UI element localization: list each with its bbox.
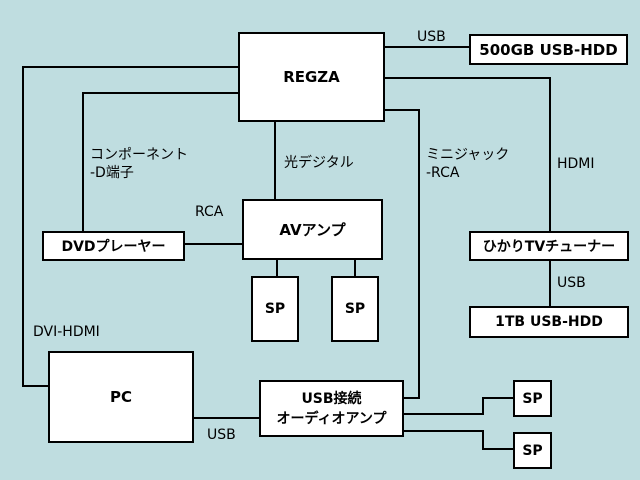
label-optical: 光デジタル [284,155,354,171]
hdd-500gb-box: 500GB USB-HDD [469,34,628,65]
label-component-1: コンポーネント [90,147,188,163]
speaker-box: SP [513,380,552,417]
wire-regza-dvd [82,92,238,232]
speaker-box: SP [331,276,379,342]
label-usb-hdd500: USB [417,29,446,45]
label-minijack-2: -RCA [426,165,460,181]
label-rca: RCA [195,204,224,220]
label-usb-hdd1tb: USB [557,275,586,291]
usb-audio-amp-line1: USB接続 [301,390,362,407]
usb-audio-amp-box: USB接続 オーディオアンプ [259,380,404,437]
label-component-2: -D端子 [90,165,134,181]
label-minijack-1: ミニジャック [426,147,510,163]
pc-box: PC [48,351,194,443]
speaker-box: SP [513,432,552,469]
hikari-tv-tuner-box: ひかりTVチューナー [469,231,629,261]
wire-regza-usbamp [384,109,420,399]
usb-audio-amp-line2: オーディオアンプ [276,410,387,427]
regza-box: REGZA [238,32,385,122]
dvd-player-box: DVDプレーヤー [42,231,185,261]
wire-usbamp-sp4 [404,430,514,450]
label-dvi-hdmi: DVI-HDMI [33,324,100,340]
label-usb-pc: USB [207,427,236,443]
label-hdmi: HDMI [557,156,595,172]
speaker-box: SP [251,276,299,342]
hdd-1tb-box: 1TB USB-HDD [469,306,629,338]
wire-regza-hikari [384,77,551,232]
wire-usbamp-sp3 [404,397,514,415]
av-amp-box: AVアンプ [242,199,383,260]
wire-regza-pc [22,66,238,387]
